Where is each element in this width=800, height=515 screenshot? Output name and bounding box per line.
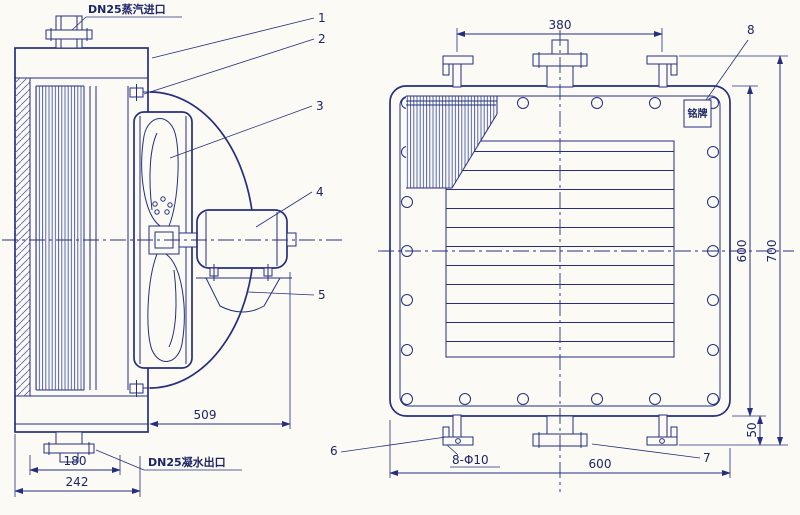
- hub-bolt-circles: [152, 196, 173, 215]
- callout-2-number: 2: [318, 32, 326, 46]
- fin-cutaway: [406, 95, 498, 189]
- side-view: DN25蒸汽进口 DN25凝水出口 1 2 3 4 5: [2, 2, 345, 497]
- callout-7-number: 7: [703, 451, 711, 465]
- side-panel-hatch: [15, 78, 30, 396]
- dim-600h-value: 600: [735, 240, 749, 263]
- dim-380-value: 380: [549, 18, 572, 32]
- mounting-bolt-bottom: [129, 380, 144, 397]
- callout-3-number: 3: [316, 99, 324, 113]
- bracket-hole: [659, 438, 665, 444]
- steam-inlet-nozzle: [45, 15, 93, 49]
- callout-8-number: 8: [747, 23, 755, 37]
- finned-tube-bundle: [36, 86, 84, 390]
- motor-bracket: [205, 277, 281, 313]
- bolt-holes-label: 8-Φ10: [452, 453, 489, 467]
- front-view: 铭牌: [330, 18, 794, 492]
- dim-50-value: 50: [745, 422, 759, 437]
- dim-700-value: 700: [765, 240, 779, 263]
- fan-rotor: [141, 118, 199, 362]
- steam-inlet-callout: DN25蒸汽进口: [71, 2, 182, 31]
- dim-180: 180: [29, 454, 121, 475]
- bottom-bracket-left: [442, 414, 474, 446]
- callout-5: 5: [247, 288, 326, 302]
- top-bracket-left: [442, 55, 474, 88]
- dim-242: 242: [14, 434, 141, 497]
- steam-inlet-label: DN25蒸汽进口: [88, 2, 166, 16]
- callout-8: 8: [705, 23, 755, 101]
- nameplate: 铭牌: [683, 99, 712, 128]
- motor: [196, 209, 297, 313]
- condensate-outlet-label: DN25凝水出口: [148, 455, 226, 469]
- mounting-bolt-top: [129, 84, 144, 101]
- break-line: [451, 113, 498, 189]
- callout-4: 4: [255, 185, 324, 228]
- callout-2: 2: [143, 32, 326, 95]
- callout-5-number: 5: [318, 288, 326, 302]
- dim-700: 700: [679, 55, 788, 446]
- dim-50: 50: [679, 415, 788, 446]
- bolt-holes-callout: 8-Φ10: [446, 444, 500, 468]
- condensate-outlet-callout: DN25凝水出口: [95, 449, 242, 471]
- bracket-hole: [455, 438, 461, 444]
- condensate-outlet-nozzle: [43, 431, 95, 463]
- dim-600-width: 600: [389, 420, 731, 478]
- dim-242-value: 242: [66, 475, 89, 489]
- top-bracket-right: [646, 55, 678, 88]
- callout-1-number: 1: [318, 11, 326, 25]
- dim-600w-value: 600: [589, 457, 612, 471]
- heater-body: [14, 47, 149, 433]
- callout-1: 1: [151, 11, 326, 59]
- callout-6-number: 6: [330, 444, 338, 458]
- callout-3: 3: [169, 99, 324, 159]
- dim-180-value: 180: [64, 454, 87, 468]
- perimeter-bolt-holes: [401, 97, 719, 405]
- nameplate-label: 铭牌: [688, 107, 708, 120]
- bottom-bracket-right: [646, 414, 678, 446]
- dim-509-value: 509: [194, 408, 217, 422]
- callout-6: 6: [330, 436, 447, 458]
- callout-7: 7: [591, 443, 711, 465]
- dim-509: 509: [149, 272, 291, 429]
- dim-380: 380: [456, 18, 663, 52]
- callout-4-number: 4: [316, 185, 324, 199]
